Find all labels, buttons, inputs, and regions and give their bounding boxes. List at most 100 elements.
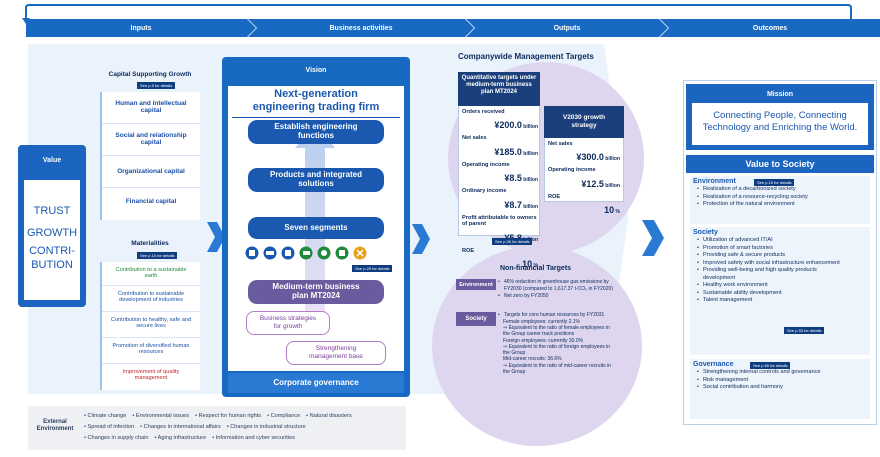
nonfin-soc-item: Mid-career recruits: 36.6% xyxy=(503,356,562,363)
nonfin-env-tag: Environment xyxy=(456,279,496,290)
target-label: Operating income xyxy=(462,161,510,168)
target-row: ROE 10 % xyxy=(462,248,538,272)
chevron-right-icon xyxy=(642,220,664,256)
gov-item: Risk management xyxy=(696,377,870,385)
nonfin-soc-list: Targets for core human resources by FY20… xyxy=(497,312,613,375)
external-box xyxy=(28,406,406,450)
value-line: GROWTH xyxy=(26,227,78,239)
soc-item: Healthy work environment xyxy=(696,282,786,290)
target-label: ROE xyxy=(548,193,561,200)
materiality-item: Promotion of diversified human resources xyxy=(102,338,200,364)
target-value: 10 % xyxy=(604,205,620,216)
target-value: ¥300.0 billion xyxy=(576,152,620,163)
target-value: 10 % xyxy=(522,258,538,269)
external-item: • Natural disasters xyxy=(306,413,352,419)
header-inputs: Inputs xyxy=(26,19,256,37)
mission-title: Mission xyxy=(766,91,794,98)
capital-list: Human and intellectual capital Social an… xyxy=(100,92,200,220)
nonfin-env-item: 46% reduction in greenhouse gas emission… xyxy=(497,279,619,293)
external-label: External Environment xyxy=(36,419,74,433)
soc-item: Talent management xyxy=(696,297,870,305)
external-item: • Compliance xyxy=(267,413,301,419)
header-outcomes: Outcomes xyxy=(660,19,880,37)
materiality-item: Contribution to sustainable development … xyxy=(102,286,200,312)
soc-item: Promotion of smart factories xyxy=(696,245,870,253)
capital-item: Financial capital xyxy=(125,198,177,205)
v2030-title: V2030 growth strategy xyxy=(544,106,624,138)
external-item: • Environmental issues xyxy=(132,413,190,419)
products-solutions: Products and integrated solutions xyxy=(248,168,384,192)
target-value: ¥12.5 billion xyxy=(581,178,620,189)
env-note[interactable]: See p.19 for details xyxy=(754,179,795,186)
target-row: Ordinary income ¥8.7 billion xyxy=(462,188,538,212)
segments-note[interactable]: See p.29 for details xyxy=(352,265,393,272)
target-row: Orders received¥200.0 billion xyxy=(462,109,538,133)
segment-icons xyxy=(244,246,388,260)
env-item: Realization of a decarbonized society xyxy=(696,186,870,194)
mission-text: Connecting People, Connecting Technology… xyxy=(692,103,868,145)
external-item: • Spread of infection xyxy=(84,424,135,430)
materialities-note[interactable]: See p.10 for details xyxy=(137,252,178,259)
management-base: Strengthening management base xyxy=(286,341,386,365)
value-title: Value xyxy=(42,157,62,164)
capital-item: Human and intellectual capital xyxy=(102,92,200,124)
capital-note[interactable]: See p.5 for details xyxy=(137,82,176,89)
materialities-list: Contribution to a sustainable earth Cont… xyxy=(100,262,200,390)
target-label: Profit attributable to owners of parent xyxy=(462,214,537,228)
target-value: ¥8.5 billion xyxy=(504,173,538,184)
nonfin-env-item: Net zero by FY2050 xyxy=(497,293,619,300)
soc-item: Improved safety with social infrastructu… xyxy=(696,260,870,268)
engineering-functions: Establish engineering functions xyxy=(248,120,384,144)
capital-item: Social and relationship capital xyxy=(102,124,200,156)
value-lines-box: TRUST GROWTH CONTRI- BUTION xyxy=(24,180,80,300)
target-value: ¥8.7 billion xyxy=(504,199,538,210)
chevron-right-icon xyxy=(412,224,430,254)
soc-note[interactable]: See p.53 for details xyxy=(784,327,825,334)
env-item: Realization of a resource-recycling soci… xyxy=(696,194,870,202)
gov-item: Social contribution and harmony xyxy=(696,384,870,392)
value-line: BUTION xyxy=(31,259,73,271)
external-row: • Climate change • Environmental issues • … xyxy=(84,413,404,419)
external-row: • Changes in supply chain• Aging infrast… xyxy=(84,435,404,441)
target-row: Operating income¥12.5 billion xyxy=(548,167,620,191)
materiality-item: Contribution to a sustainable earth xyxy=(102,262,200,286)
target-label: ROE xyxy=(462,247,475,254)
vision-statement: Next-generation engineering trading firm xyxy=(232,87,400,118)
nonfin-soc-item: Targets for core human resources by FY20… xyxy=(497,312,613,319)
target-value: ¥185.0 billion xyxy=(494,146,538,157)
vision-title: Vision xyxy=(305,67,327,74)
seven-segments: Seven segments xyxy=(248,217,384,239)
society-gov: Governance Strengthening internal contro… xyxy=(690,359,870,419)
nonfin-soc-item: Female employees: currently 2.1% xyxy=(503,318,580,325)
mt2024-title: Quantitative targets under medium-term b… xyxy=(458,72,540,106)
capital-item: Organizational capital xyxy=(102,156,200,188)
nonfin-soc-tag: Society xyxy=(456,312,496,326)
external-item: • Changes in industrial structure xyxy=(226,424,306,430)
target-row: Net sales ¥185.0 billion xyxy=(462,135,538,159)
gov-item: Strengthening internal controls and gove… xyxy=(696,369,826,377)
target-value: ¥200.0 billion xyxy=(494,120,538,131)
header-business-activities: Business activities xyxy=(248,19,474,37)
nonfin-soc-item: Foreign employees: currently 30.0% xyxy=(503,337,584,344)
mt2024-plan: Medium-term business plan MT2024 xyxy=(248,280,384,304)
external-item: • Aging infrastructure xyxy=(154,435,207,441)
target-row: ROE 10 % xyxy=(548,194,620,218)
target-label: Ordinary income xyxy=(462,188,507,195)
value-to-society-title: Value to Society xyxy=(686,155,874,173)
gov-label: Governance xyxy=(693,361,734,368)
soc-item: Providing safe & secure products xyxy=(696,252,870,260)
materialities-title: Materialities xyxy=(131,240,169,247)
mt2024-note[interactable]: See p.26 for details xyxy=(492,238,533,245)
external-item: • Changes in international affairs xyxy=(140,424,221,430)
external-item: • Climate change xyxy=(84,413,127,419)
value-line: TRUST xyxy=(33,205,71,217)
target-label: Net sales xyxy=(462,135,487,142)
soc-item: Sustainable ability development xyxy=(696,290,786,298)
gov-note[interactable]: See p.66 for details xyxy=(750,362,791,369)
growth-strategies: Business strategies for growth xyxy=(246,311,330,335)
chevron-right-icon xyxy=(207,222,225,252)
value-line: CONTRI- xyxy=(29,245,75,257)
header-outputs: Outputs xyxy=(466,19,668,37)
